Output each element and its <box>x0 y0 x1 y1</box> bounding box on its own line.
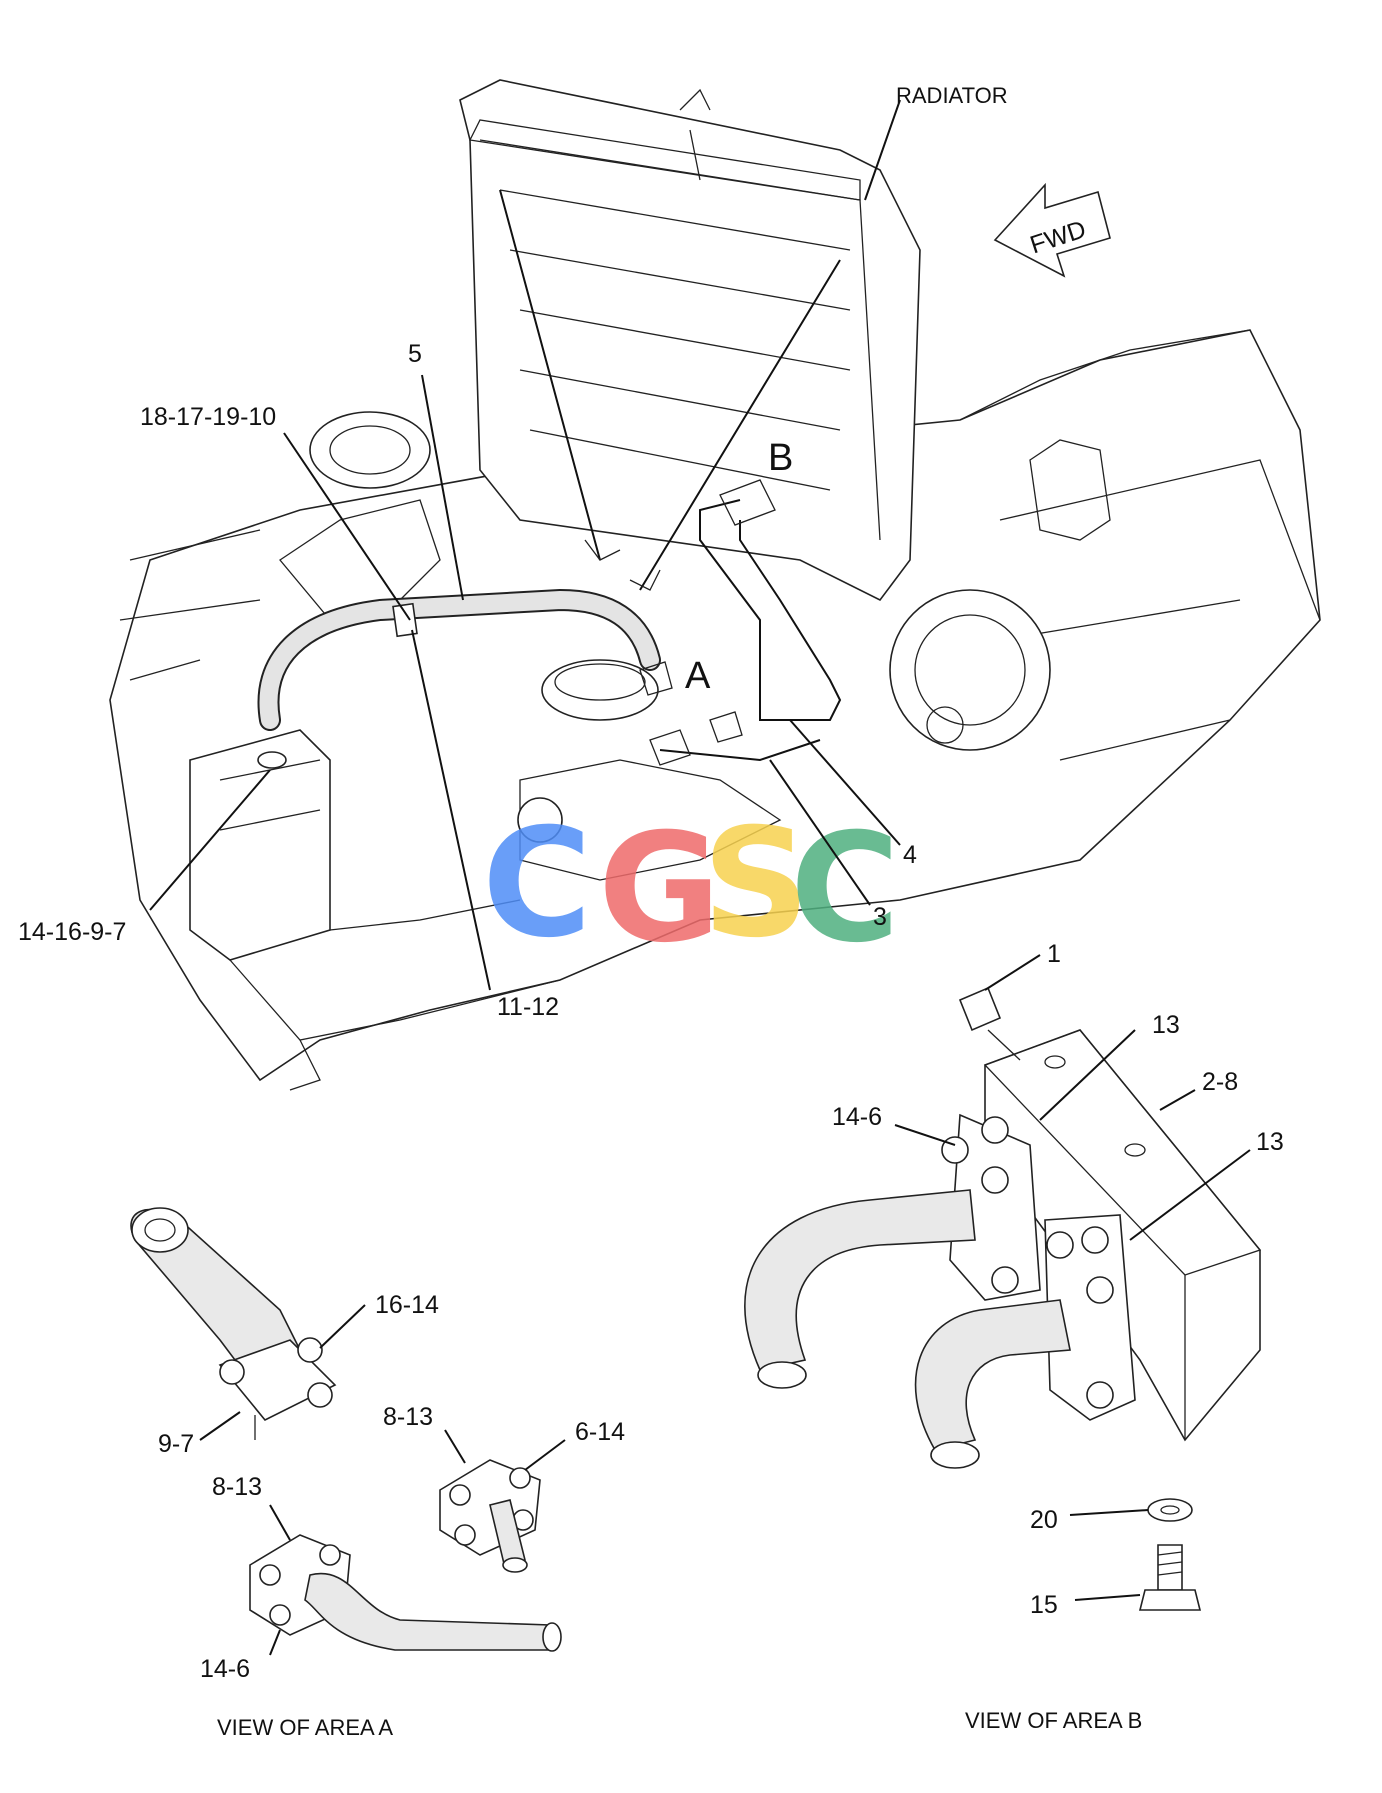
label-15: 15 <box>1030 1591 1058 1619</box>
label-8-13-lower: 8-13 <box>212 1473 262 1501</box>
label-3: 3 <box>873 903 887 931</box>
label-6-14: 6-14 <box>575 1418 625 1446</box>
label-13-right: 13 <box>1256 1128 1284 1156</box>
watermark-letter-1: C <box>482 797 592 971</box>
label-area-a: A <box>685 655 711 697</box>
label-13-top: 13 <box>1152 1011 1180 1039</box>
forward-arrow-icon: FWD <box>993 182 1111 278</box>
leader-lines <box>149 99 1251 1656</box>
watermark-letter-3: S <box>702 797 810 971</box>
watermark-letter-4: C <box>790 802 900 976</box>
view-area-a-drawing <box>130 1207 562 1652</box>
label-2-8: 2-8 <box>1202 1068 1238 1096</box>
label-18-17-19-10: 18-17-19-10 <box>140 403 276 431</box>
watermark-letter-2: G <box>598 802 721 976</box>
caption-view-area-a: VIEW OF AREA A <box>217 1715 393 1740</box>
label-radiator: RADIATOR <box>896 83 1008 108</box>
label-11-12: 11-12 <box>497 993 559 1021</box>
label-14-6-area-b: 14-6 <box>832 1103 882 1131</box>
caption-view-area-b: VIEW OF AREA B <box>965 1708 1142 1733</box>
label-area-b: B <box>768 437 793 479</box>
label-14-6-area-a: 14-6 <box>200 1655 250 1683</box>
label-20: 20 <box>1030 1506 1058 1534</box>
label-16-14: 16-14 <box>375 1291 439 1319</box>
label-9-7: 9-7 <box>158 1430 194 1458</box>
engine-assembly-drawing <box>109 79 1321 1091</box>
watermark: C G S C <box>482 797 900 976</box>
label-1: 1 <box>1047 940 1061 968</box>
label-8-13-upper: 8-13 <box>383 1403 433 1431</box>
label-5: 5 <box>408 340 422 368</box>
callout-labels: RADIATOR B A 5 18-17-19-10 14-16-9-7 11-… <box>18 83 1284 1740</box>
label-14-16-9-7: 14-16-9-7 <box>18 918 126 946</box>
label-4: 4 <box>903 841 917 869</box>
view-area-b-drawing <box>744 986 1262 1611</box>
